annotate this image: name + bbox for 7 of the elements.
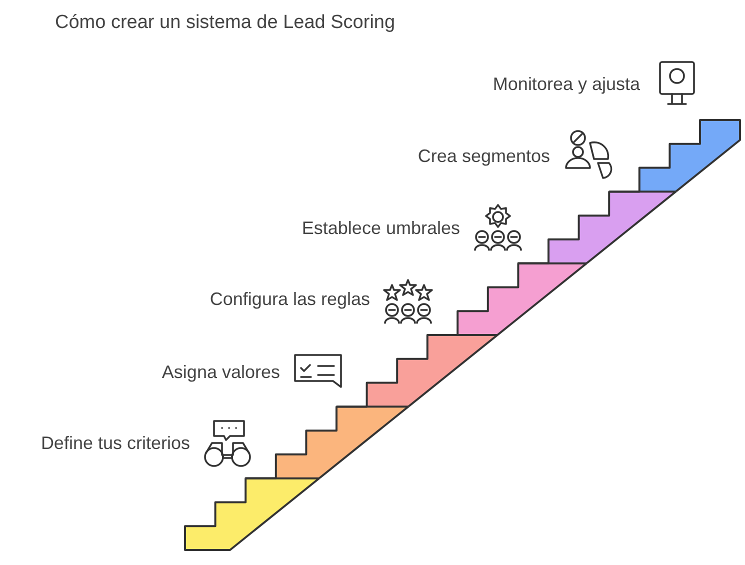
step-label: Establece umbrales — [302, 218, 460, 239]
step-label: Asigna valores — [162, 362, 280, 383]
diagram-title: Cómo crear un sistema de Lead Scoring — [55, 12, 396, 34]
step-label: Define tus criterios — [40, 433, 190, 454]
step-label: Configura las reglas — [210, 289, 370, 310]
step-label: Crea segmentos — [418, 146, 550, 167]
step-label: Monitorea y ajusta — [492, 74, 640, 95]
